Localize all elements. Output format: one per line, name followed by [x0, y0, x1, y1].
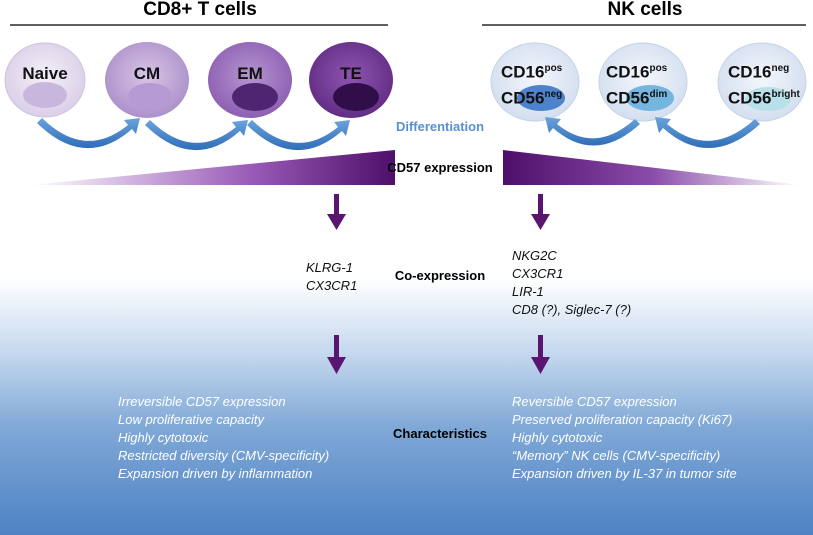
nk-label-cd56bright-l1: CD16 [728, 62, 772, 82]
list-item: Irreversible CD57 expression [118, 394, 286, 409]
cd57-expression-label: CD57 expression [387, 160, 493, 175]
nk-diff-arrow-1 [545, 117, 640, 146]
list-item: Expansion driven by IL-37 in tumor site [512, 466, 737, 481]
nk-label-cd56bright-s1: neg [771, 63, 790, 74]
nk-diff-arrow-2 [655, 117, 760, 149]
nk-label-cd56dim: CD16pos CD56dim [606, 58, 686, 109]
nk-label-cd56neg: CD16pos CD56neg [501, 58, 581, 109]
cell-cm [105, 42, 189, 118]
coexpression-list-cd8: KLRG-1 CX3CR1 [306, 259, 386, 295]
cell-naive [4, 42, 86, 118]
cell-nk-cd56neg [490, 42, 580, 122]
cell-te [309, 42, 393, 118]
cd8-diff-arrow-3 [247, 120, 350, 151]
nk-label-cd56bright: CD16neg CD56bright [728, 58, 812, 109]
nk-label-cd56dim-s1: pos [649, 63, 668, 74]
cd8-diff-arrow-1 [37, 118, 140, 149]
down-arrow-cd8-1 [327, 194, 346, 230]
nk-label-cd56neg-l2: CD56 [501, 88, 545, 108]
list-item: “Memory” NK cells (CMV-specificity) [512, 448, 721, 463]
nk-label-cd56bright-s2: bright [771, 88, 800, 100]
nk-label-cd56neg-s2: neg [544, 88, 563, 100]
cd57-wedge-nk [503, 150, 800, 185]
cell-label-cm: CM [133, 64, 161, 83]
list-item: LIR-1 [512, 284, 544, 299]
list-item: Highly cytotoxic [512, 430, 603, 445]
cell-em [208, 42, 292, 118]
characteristics-label: Characteristics [393, 426, 487, 441]
characteristics-list-cd8: Irreversible CD57 expression Low prolife… [118, 393, 378, 483]
characteristics-list-nk: Reversible CD57 expression Preserved pro… [512, 393, 807, 483]
down-arrow-nk-2 [531, 335, 550, 374]
nk-label-cd56dim-l2: CD56 [606, 88, 650, 108]
nk-label-cd56dim-s2: dim [649, 88, 668, 100]
down-arrow-nk-1 [531, 194, 550, 230]
list-item: Expansion driven by inflammation [118, 466, 313, 481]
list-item: Preserved proliferation capacity (Ki67) [512, 412, 733, 427]
nk-label-cd56neg-l1: CD16 [501, 62, 545, 82]
cell-label-em: EM [237, 64, 263, 83]
cd57-wedge-cd8 [30, 150, 395, 185]
list-item: Reversible CD57 expression [512, 394, 677, 409]
down-arrow-cd8-2 [327, 335, 346, 374]
list-item: NKG2C [512, 248, 557, 263]
co-expression-label: Co-expression [394, 268, 486, 283]
nk-header: NK cells [607, 0, 683, 20]
differentiation-label: Differentiation [395, 119, 485, 134]
list-item: Highly cytotoxic [118, 430, 209, 445]
nk-label-cd56bright-l2: CD56 [728, 88, 772, 108]
list-item: CD8 (?), Siglec-7 (?) [512, 302, 632, 317]
cell-nk-cd56dim [598, 42, 688, 122]
nk-label-cd56dim-l1: CD16 [606, 62, 650, 82]
list-item: KLRG-1 [306, 260, 353, 275]
list-item: CX3CR1 [306, 278, 358, 293]
cd8-diff-arrow-2 [145, 120, 248, 151]
coexpression-list-nk: NKG2C CX3CR1 LIR-1 CD8 (?), Siglec-7 (?) [512, 247, 712, 319]
list-item: Low proliferative capacity [118, 412, 264, 427]
cd8-header: CD8+ T cells [143, 0, 257, 20]
cell-label-te: TE [340, 64, 362, 83]
nk-label-cd56neg-s1: pos [544, 63, 563, 74]
list-item: Restricted diversity (CMV-specificity) [118, 448, 330, 463]
list-item: CX3CR1 [512, 266, 564, 281]
cell-nk-cd56bright [717, 42, 807, 122]
cell-label-naive: Naive [22, 64, 68, 83]
